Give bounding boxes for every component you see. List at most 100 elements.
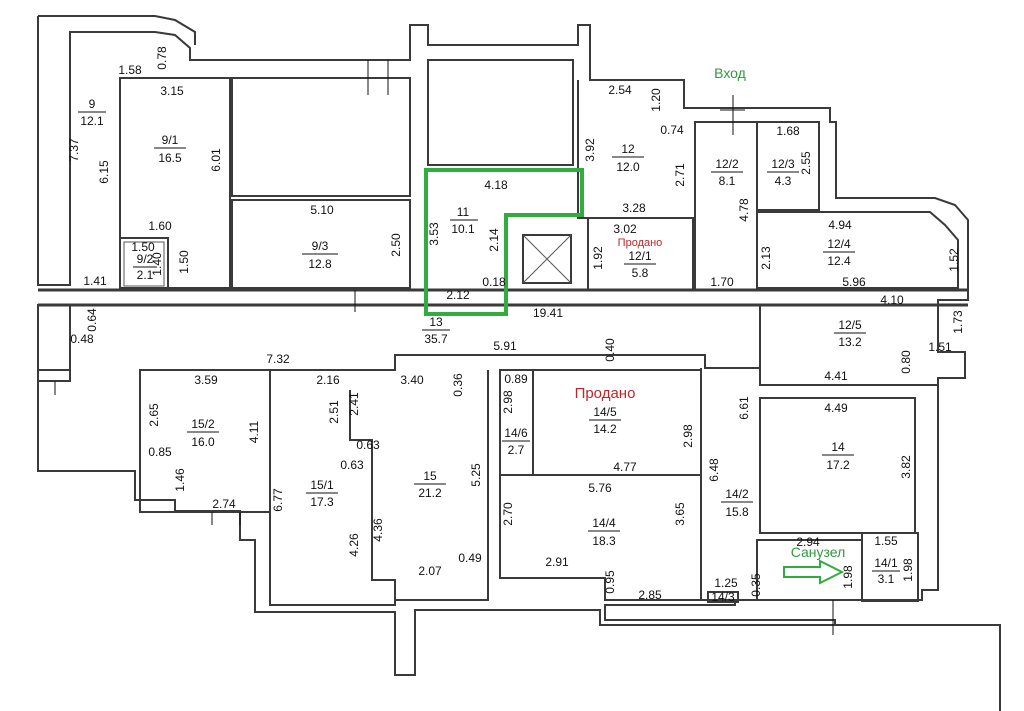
dimension: 1.92 (591, 246, 605, 270)
room-id: 9/2 (137, 252, 154, 266)
dimension: 0.36 (451, 373, 465, 397)
room-area: 18.3 (592, 534, 616, 548)
dimension: 1.70 (710, 275, 734, 289)
dimension: 1.98 (841, 565, 855, 589)
dimension: 3.28 (622, 201, 646, 215)
dimension: 5.10 (310, 203, 334, 217)
dimension: 5.76 (588, 481, 612, 495)
dimension: 2.98 (681, 424, 695, 448)
dimension: 2.70 (501, 502, 515, 526)
dimension: 3.65 (673, 502, 687, 526)
room-id: 14/3 (711, 590, 735, 604)
room-id: 14/1 (874, 556, 898, 570)
dimension: 2.16 (316, 373, 340, 387)
bathroom-label: Санузел (791, 544, 846, 560)
room-id: 14 (831, 440, 845, 454)
room-area: 10.1 (451, 222, 475, 236)
room-area: 4.3 (775, 174, 792, 188)
room-id: 15/2 (191, 417, 215, 431)
dimension: 1.73 (951, 310, 965, 334)
dimension: 0.40 (603, 338, 617, 362)
dimension: 4.78 (737, 198, 751, 222)
room-area: 14.2 (593, 422, 617, 436)
sold-label-12-1: Продано (618, 237, 663, 249)
room-area: 2.1 (137, 268, 154, 282)
room-area: 3.1 (878, 572, 895, 586)
dimension: 1.58 (118, 63, 142, 77)
dimension: 0.89 (504, 372, 528, 386)
dimension: 3.92 (583, 138, 597, 162)
room-area: 12.8 (308, 257, 332, 271)
dimension: 1.41 (83, 274, 107, 288)
room-id: 15 (423, 469, 437, 483)
room-id: 12/5 (838, 318, 862, 332)
room-id: 12/2 (715, 157, 739, 171)
room-id: 9 (89, 97, 96, 111)
dimension: 1.40 (150, 252, 164, 276)
room-partitions (119, 59, 959, 606)
dimension: 6.61 (737, 396, 751, 420)
dimension: 4.10 (880, 293, 904, 307)
dimension: 4.49 (824, 401, 848, 415)
outer-walls (37, 15, 1001, 711)
dimension: 4.26 (347, 533, 361, 557)
sold-label-14-5: Продано (575, 385, 636, 402)
dimension: 0.48 (70, 332, 94, 346)
dimension: 0.78 (155, 46, 169, 70)
room-area: 12.0 (616, 160, 640, 174)
dimension: 5.96 (842, 275, 866, 289)
dimension: 0.74 (660, 123, 684, 137)
room-id: 12/3 (771, 157, 795, 171)
dimension: 0.63 (356, 438, 380, 452)
room-id: 14/6 (504, 426, 528, 440)
room-id: 12/4 (827, 237, 851, 251)
room-area: 16.5 (158, 151, 182, 165)
room-area: 12.4 (827, 254, 851, 268)
dimension: 6.15 (97, 160, 111, 184)
room-area: 17.2 (826, 458, 850, 472)
dimension: 0.95 (603, 570, 617, 594)
dimension: 2.94 (796, 535, 820, 549)
dimension: 0.64 (85, 308, 99, 332)
dimension: 0.18 (482, 275, 506, 289)
dimension: 0.63 (340, 458, 364, 472)
dimension: 1.52 (947, 248, 961, 272)
room-area: 35.7 (424, 332, 448, 346)
room-id: 14/4 (592, 516, 616, 530)
dimension: 4.94 (828, 218, 852, 232)
dimension: 3.59 (194, 373, 218, 387)
room-id: 9/1 (162, 133, 179, 147)
dimension: 2.51 (327, 400, 341, 424)
dimension: 2.85 (638, 588, 662, 602)
dimension: 6.77 (271, 488, 285, 512)
dimension: 3.15 (160, 84, 184, 98)
dimension: 2.54 (608, 83, 632, 97)
highlighted-room-outline (424, 168, 584, 316)
dimension: 5.25 (469, 463, 483, 487)
dimension: 1.51 (928, 340, 952, 354)
dimension: 2.50 (389, 233, 403, 257)
dimension: 4.11 (247, 420, 261, 443)
dimension: 2.12 (446, 288, 470, 302)
room-area: 16.0 (191, 435, 215, 449)
dimension: 1.55 (874, 534, 898, 548)
dimension: 2.65 (147, 403, 161, 427)
dimension: 1.25 (714, 576, 738, 590)
room-id: 14/2 (725, 487, 749, 501)
dimension: 1.50 (131, 240, 155, 254)
dimension: 1.60 (148, 219, 172, 233)
room-id: 13 (429, 315, 443, 329)
room-area: 12.1 (80, 114, 104, 128)
bathroom-arrow-icon (783, 559, 845, 585)
dimension: 2.07 (418, 564, 442, 578)
room-id: 11 (457, 205, 470, 219)
dimension: 2.74 (212, 497, 236, 511)
room-area: 15.8 (725, 505, 749, 519)
dimension: 2.55 (799, 151, 813, 175)
dimension: 1.68 (776, 124, 800, 138)
dimension: 3.53 (427, 222, 441, 246)
room-labels: 9 12.1 9/1 16.5 9/2 2.1 9/3 12.8 11 10.1… (78, 97, 900, 604)
dimension: 7.37 (67, 138, 81, 162)
dimension: 3.40 (400, 373, 424, 387)
